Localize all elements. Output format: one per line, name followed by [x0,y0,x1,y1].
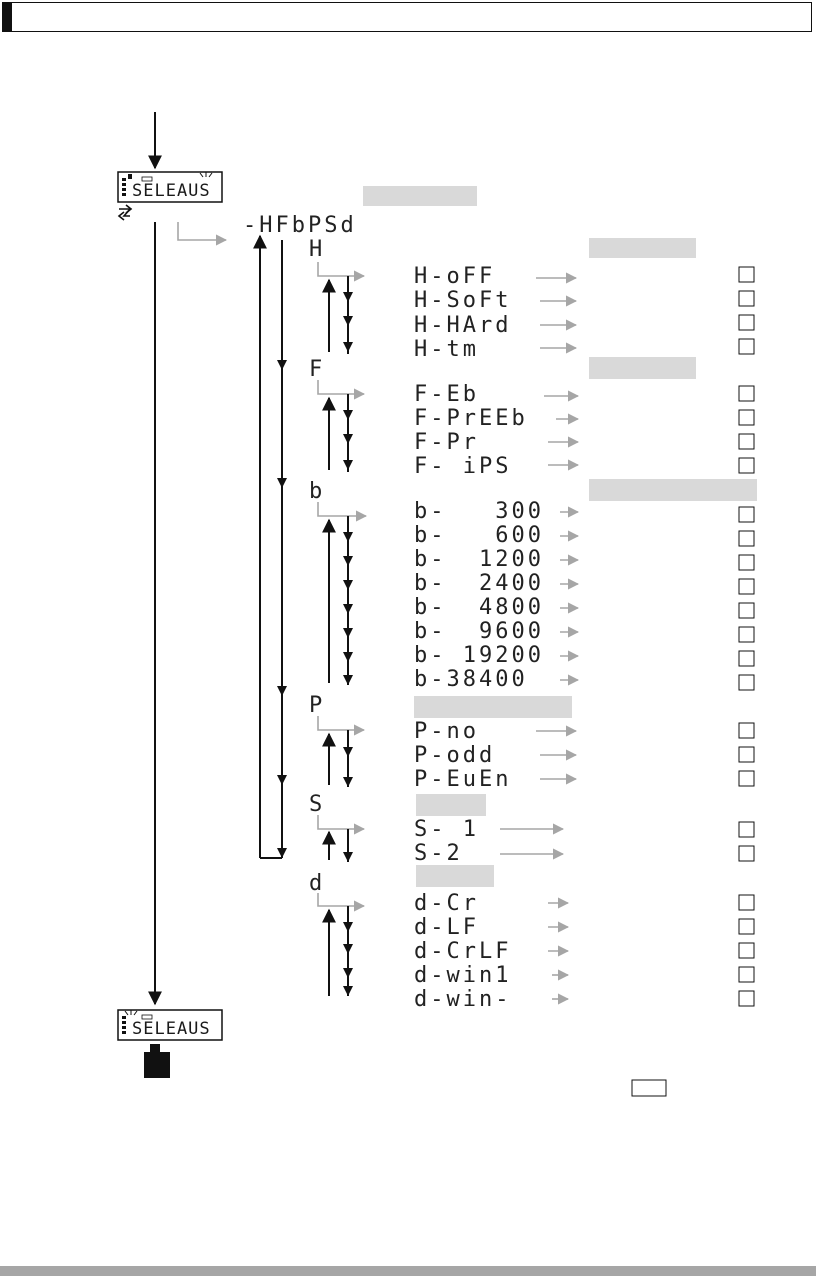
checkbox [738,530,755,547]
checkbox [738,314,755,331]
label-box-header [363,186,477,206]
option-p-2: P-EuEn [414,767,511,792]
checkbox [738,433,755,450]
header-bar-accent [3,3,12,31]
checkbox [738,821,755,838]
option-b-4: b- 4800 [414,595,544,620]
legend-box [631,1079,667,1097]
label-box-s [416,794,486,816]
group-letter-p: P [309,693,325,718]
label-box-h [589,238,696,258]
checkbox [738,385,755,402]
option-f-2: F-Pr [414,430,479,455]
option-h-2: H-HArd [414,313,511,338]
group-letter-h: H [309,237,325,262]
checkbox [738,722,755,739]
option-s-1: S-2 [414,841,463,866]
top-lcd-text: SELEAUS [132,181,211,201]
option-b-7: b-38400 [414,667,528,692]
checkbox [738,290,755,307]
label-box-b [589,479,757,501]
checkbox [738,770,755,787]
option-f-3: F- iPS [414,454,511,479]
checkbox [738,918,755,935]
option-h-0: H-oFF [414,264,495,289]
checkbox [738,409,755,426]
footer-bar [0,1266,816,1276]
checkbox [738,578,755,595]
option-h-1: H-SoFt [414,288,511,313]
option-d-3: d-win1 [414,963,511,988]
group-letter-b: b [309,479,325,504]
option-b-3: b- 2400 [414,571,544,596]
option-d-1: d-LF [414,915,479,940]
checkbox [738,457,755,474]
checkbox [738,746,755,763]
checkbox [738,966,755,983]
option-b-5: b- 9600 [414,619,544,644]
option-b-1: b- 600 [414,523,544,548]
checkbox [738,650,755,667]
label-box-f [589,357,696,379]
header-bar [2,2,812,32]
option-b-0: b- 300 [414,499,544,524]
checkbox [738,990,755,1007]
trunk-to-header-arrow [177,222,228,246]
bottom-lcd-display: SELEAUS [117,1009,223,1041]
option-f-0: F-Eb [414,382,479,407]
checkbox [738,506,755,523]
option-s-0: S- 1 [414,817,479,842]
label-box-p [414,696,572,718]
sun-icon [124,1010,138,1016]
label-box-d [416,865,494,887]
option-h-3: H-tm [414,337,479,362]
checkbox [738,554,755,571]
option-b-2: b- 1200 [414,547,544,572]
group-letter-s: S [309,792,325,817]
option-p-1: P-odd [414,743,495,768]
option-f-1: F-PrEEb [414,406,528,431]
checkbox [738,338,755,355]
top-lcd-display: SELEAUS [117,171,223,203]
weight-key-icon [144,1044,170,1078]
option-d-0: d-Cr [414,891,479,916]
option-d-4: d-win- [414,987,511,1012]
checkbox [738,626,755,643]
checkbox [738,845,755,862]
checkbox [738,674,755,691]
checkbox [738,894,755,911]
group-letter-f: F [309,357,325,382]
sun-icon [199,172,213,178]
option-d-2: d-CrLF [414,939,511,964]
option-b-6: b- 19200 [414,643,544,668]
checkbox [738,602,755,619]
group-letter-d: d [309,871,325,896]
option-p-0: P-no [414,719,479,744]
checkbox [738,266,755,283]
checkbox [738,942,755,959]
toggle-arrows-icon [117,204,133,221]
header-code: -HFbPSd [243,213,357,238]
bottom-lcd-text: SELEAUS [132,1019,211,1039]
